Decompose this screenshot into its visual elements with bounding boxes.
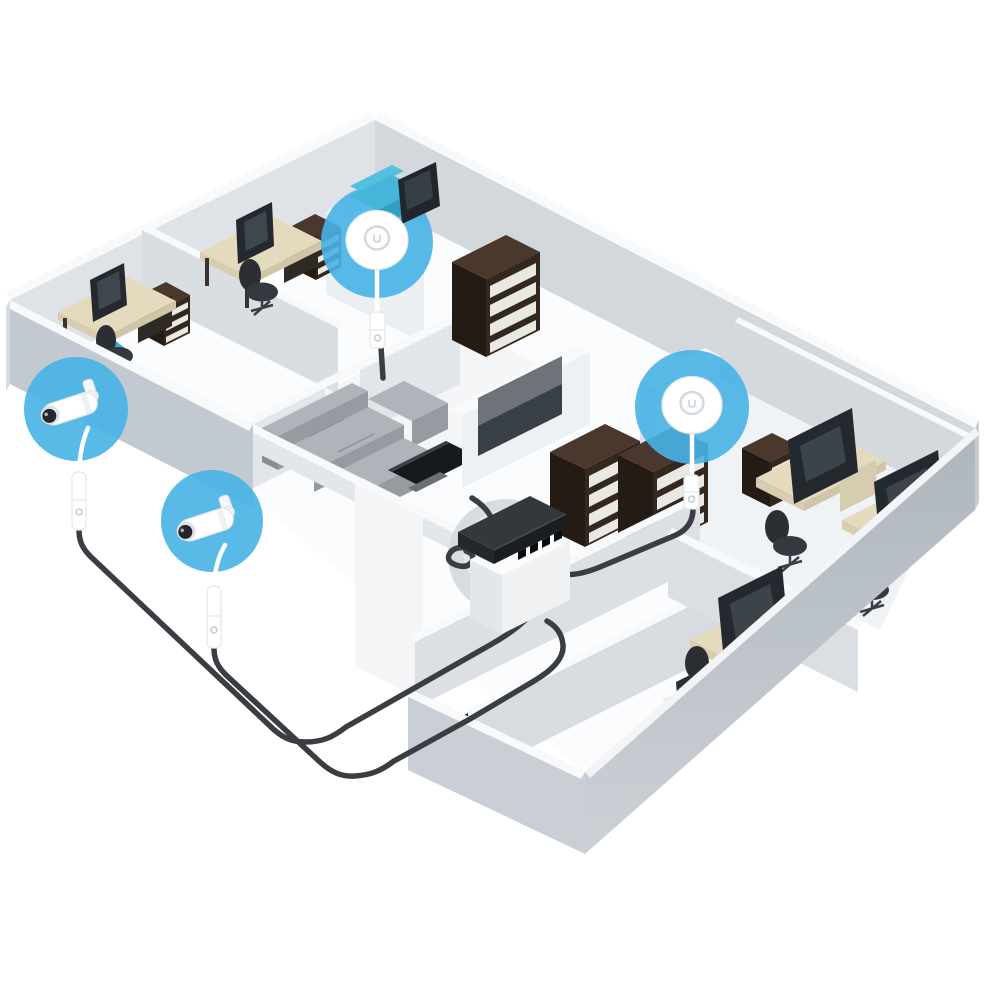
wing-sw-wall-top — [404, 688, 585, 779]
camera-rear-ring — [216, 508, 229, 531]
east-office-wall-face — [735, 322, 972, 505]
u-logo-icon — [373, 235, 381, 243]
west-corner-cap — [6, 300, 10, 391]
ap1-cable — [378, 344, 386, 381]
camera2-stem — [211, 542, 228, 589]
u-logo-icon — [687, 495, 696, 503]
living-wall-top — [249, 313, 460, 424]
camera1-stem — [76, 425, 91, 475]
poe-injector — [683, 474, 700, 510]
outer-walls-near — [6, 300, 980, 854]
poe-injector — [71, 471, 87, 531]
southwest-wall-top — [6, 300, 253, 431]
poe-injector — [206, 585, 222, 649]
camera2-cable — [211, 618, 566, 779]
switch-side — [458, 532, 494, 564]
office-chair — [765, 510, 807, 573]
u-logo-icon — [210, 626, 218, 634]
poe-injector — [369, 311, 386, 349]
camera-rear-ring — [80, 392, 93, 415]
office-chair — [239, 259, 278, 316]
southeast-wall-top — [585, 428, 980, 778]
lens-glint — [44, 412, 48, 417]
camera-1: Bullet security camera (left exterior wa… — [40, 378, 99, 531]
ap-led-ring — [679, 390, 705, 416]
network-switch: PoE network switch on pedestal — [458, 496, 572, 634]
wing-wall-b-face — [470, 571, 760, 778]
camera-lens — [178, 524, 193, 539]
monitor — [236, 202, 274, 264]
switch-edge-highlight — [493, 513, 567, 551]
monitor — [90, 263, 127, 322]
lounge-display — [398, 162, 440, 224]
camera-lens — [42, 408, 57, 423]
u-logo-icon — [75, 508, 83, 516]
cut-wall-face — [355, 485, 423, 700]
east-office-wall-top — [735, 317, 975, 441]
tv-wall — [448, 345, 590, 488]
u-logo-icon — [688, 400, 696, 408]
access-point-1: Wireless access point (top lounge wall) — [345, 209, 409, 349]
northwest-wall-top — [6, 112, 375, 300]
switch-power-pigtail — [445, 544, 476, 570]
southeast-wall-face — [585, 428, 975, 854]
monitor — [788, 408, 858, 504]
switch-front — [494, 514, 566, 564]
switch-ports — [518, 530, 562, 560]
switch-pedestal-front — [502, 542, 570, 634]
cut-wall-top — [355, 478, 430, 519]
east-corner-cap — [975, 420, 979, 510]
tall-bookshelf — [452, 235, 540, 357]
ap-led-ring — [363, 225, 391, 251]
southwest-wall-face — [10, 300, 253, 508]
northeast-wall-top — [375, 112, 979, 428]
switch-pedestal-side — [470, 560, 502, 634]
switch-top — [458, 496, 566, 550]
floor-display — [388, 441, 478, 492]
lens-glint — [180, 528, 184, 533]
camera-2: Bullet security camera (wall corner) — [176, 494, 235, 649]
partition-left-offices-face — [142, 230, 338, 394]
device-patch-cables — [76, 263, 695, 589]
u-logo-icon — [373, 334, 382, 342]
access-point-2: Wireless access point (room divider) — [661, 375, 723, 510]
